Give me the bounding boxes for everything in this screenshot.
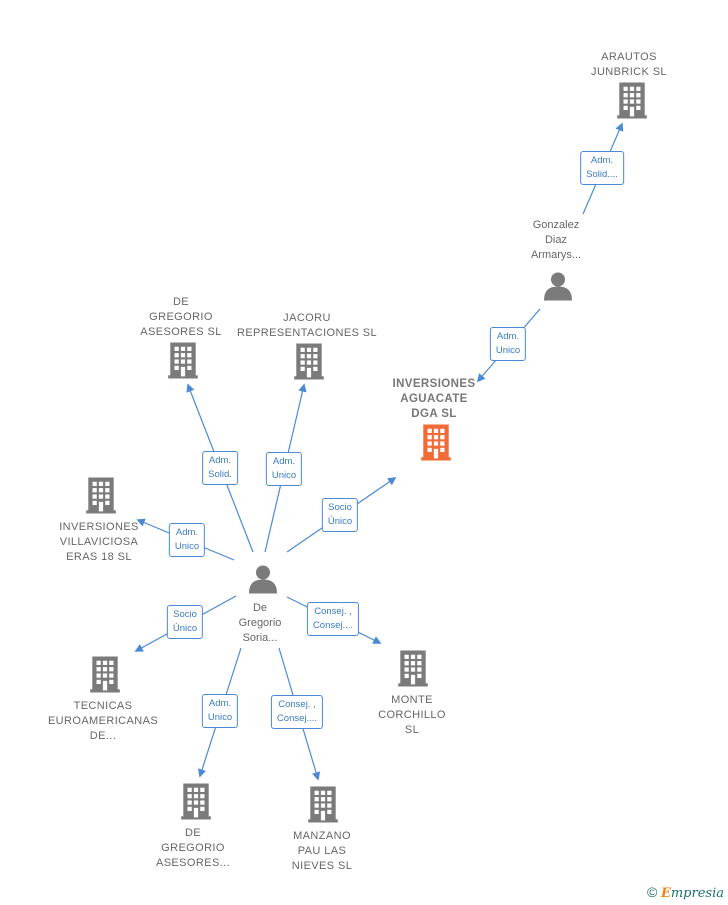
edge-label-adm-unico[interactable]: Adm. Unico: [201, 694, 239, 728]
node-inversiones-aguacate-label[interactable]: INVERSIONES AGUACATE DGA SL: [392, 378, 476, 420]
edge-label-adm-solid[interactable]: Adm. Solid.: [202, 451, 238, 485]
node-manzano-label[interactable]: MANZANO PAU LAS NIEVES SL: [291, 830, 353, 872]
edge-label-socio-unico[interactable]: Socio Único: [166, 605, 204, 639]
building-icon[interactable]: [90, 657, 120, 698]
node-person-main-label[interactable]: De Gregorio Soria...: [238, 602, 282, 644]
node-person-gonzalez-label[interactable]: Gonzalez Diaz Armarys...: [530, 219, 582, 261]
building-icon-focus[interactable]: [421, 425, 451, 466]
node-jacoru-label[interactable]: JACORU REPRESENTACIONES SL: [236, 312, 378, 339]
person-icon[interactable]: [543, 271, 573, 306]
building-icon[interactable]: [398, 651, 428, 692]
brand-logo: Empresia: [660, 886, 724, 901]
edge-label-socio-unico[interactable]: Socio Único: [321, 498, 359, 532]
building-icon[interactable]: [294, 344, 324, 385]
building-icon[interactable]: [168, 343, 198, 384]
edge-label-consej[interactable]: Consej. , Consej....: [270, 695, 324, 729]
node-inversiones-villaviciosa-label[interactable]: INVERSIONES VILLAVICIOSA ERAS 18 SL: [59, 521, 139, 563]
node-monte-corchillo-label[interactable]: MONTE CORCHILLO SL: [378, 694, 446, 736]
edge-label-adm-unico[interactable]: Adm. Unico: [265, 452, 303, 486]
footer-brand: © Empresia: [647, 884, 724, 901]
person-icon[interactable]: [248, 564, 278, 599]
edge-label-adm-unico[interactable]: Adm. Unico: [489, 327, 527, 361]
edge-label-adm-unico[interactable]: Adm. Unico: [168, 523, 206, 557]
node-tecnicas-label[interactable]: TECNICAS EUROAMERICANAS DE...: [47, 700, 159, 742]
building-icon[interactable]: [86, 478, 116, 519]
building-icon[interactable]: [181, 784, 211, 825]
node-arautos-label[interactable]: ARAUTOS JUNBRICK SL: [591, 51, 667, 78]
building-icon[interactable]: [617, 83, 647, 124]
copyright-symbol: ©: [646, 884, 658, 900]
node-de-gregorio-asesores-2-label[interactable]: DE GREGORIO ASESORES...: [155, 827, 231, 869]
building-icon[interactable]: [308, 787, 338, 828]
node-de-gregorio-asesores-sl-label[interactable]: DE GREGORIO ASESORES SL: [140, 296, 222, 338]
edge-label-consej[interactable]: Consej. , Consej....: [306, 602, 360, 636]
edge-label-adm-solid[interactable]: Adm. Solid....: [580, 151, 624, 185]
